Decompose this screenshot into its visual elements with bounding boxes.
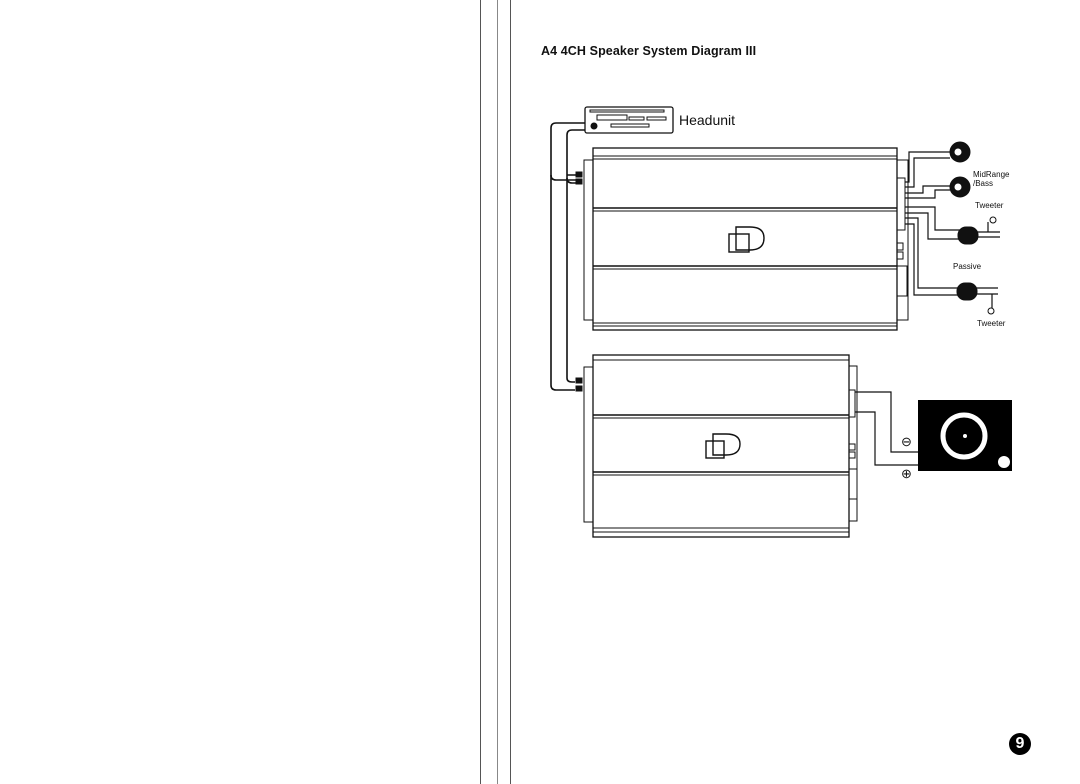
binding-line [510, 0, 511, 784]
amplifier-4ch [583, 147, 909, 331]
tweeter-label-top: Tweeter [975, 201, 1004, 210]
headunit-device [584, 106, 674, 134]
binding-line [480, 0, 481, 784]
tweeter-label-bottom: Tweeter [977, 319, 1006, 328]
binding-line [497, 0, 498, 784]
page-number: 9 [1009, 733, 1031, 755]
headunit-label: Headunit [679, 112, 736, 128]
midrange-label: MidRange [973, 170, 1010, 179]
positive-terminal-label: ⊕ [901, 466, 912, 481]
tweeter-speaker [987, 216, 997, 315]
page-title: A4 4CH Speaker System Diagram III [541, 44, 757, 58]
negative-terminal-label: ⊖ [901, 434, 912, 449]
passive-label: Passive [953, 262, 982, 271]
amp-logo [705, 433, 741, 459]
passive-crossover [956, 226, 979, 301]
midrange-speaker [949, 141, 971, 198]
amplifier-mono [583, 354, 858, 538]
subwoofer [918, 400, 1012, 471]
amp-logo [728, 226, 765, 253]
bass-label: /Bass [973, 179, 994, 188]
